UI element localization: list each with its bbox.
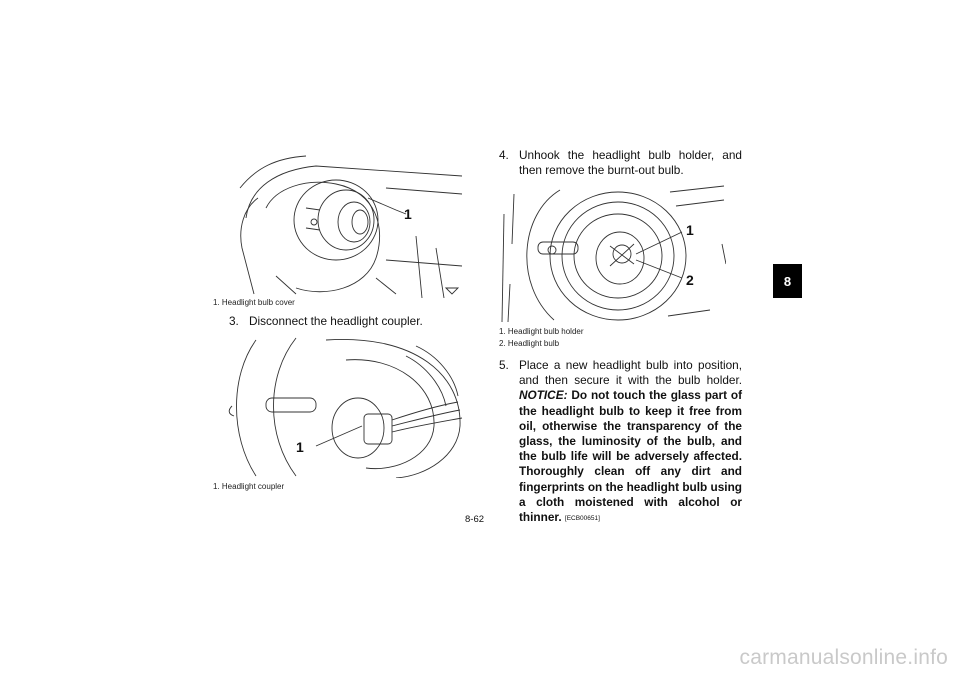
page-number: 8-62	[465, 514, 485, 525]
step-instruction: Place a new headlight bulb into position…	[519, 358, 742, 388]
step-number: 4.	[499, 148, 509, 162]
notice-code: [ECB00651]	[564, 515, 600, 523]
step-text: Unhook the headlight bulb holder, and th…	[519, 148, 742, 178]
step-number: 5.	[499, 358, 509, 372]
step-text: Place a new headlight bulb into position…	[519, 358, 742, 526]
caption-line: 1. Headlight coupler	[213, 482, 285, 491]
figure-1-caption: 1. Headlight bulb cover	[213, 297, 295, 309]
figure-3-caption: 1. Headlight bulb holder 2. Headlight bu…	[499, 326, 584, 350]
notice-text: Do not touch the glass part of the headl…	[519, 388, 743, 525]
callout-1-bulb-cover: 1	[404, 206, 412, 222]
figure-headlight-bulb-holder: 1 2	[500, 184, 726, 324]
watermark: carmanualsonline.info	[739, 646, 948, 669]
caption-line: 1. Headlight bulb holder	[499, 327, 584, 336]
callout-2-bulb: 2	[686, 272, 694, 288]
figure-2-caption: 1. Headlight coupler	[213, 481, 284, 493]
callout-1-coupler: 1	[296, 439, 304, 455]
step-text: Disconnect the headlight coupler.	[249, 314, 423, 328]
figure-headlight-bulb-cover: 1	[236, 148, 464, 298]
step-4: 4. Unhook the headlight bulb holder, and…	[499, 148, 742, 178]
step-5: 5. Place a new headlight bulb into posit…	[499, 358, 742, 526]
chapter-tab: 8	[773, 264, 802, 298]
caption-line: 2. Headlight bulb	[499, 339, 560, 348]
caption-line: 1. Headlight bulb cover	[213, 298, 295, 307]
step-3: 3. Disconnect the headlight coupler.	[229, 314, 464, 329]
notice-label: NOTICE:	[519, 388, 568, 403]
step-number: 3.	[229, 314, 239, 328]
callout-1-bulb-holder: 1	[686, 222, 694, 238]
figure-headlight-coupler: 1	[226, 336, 464, 478]
